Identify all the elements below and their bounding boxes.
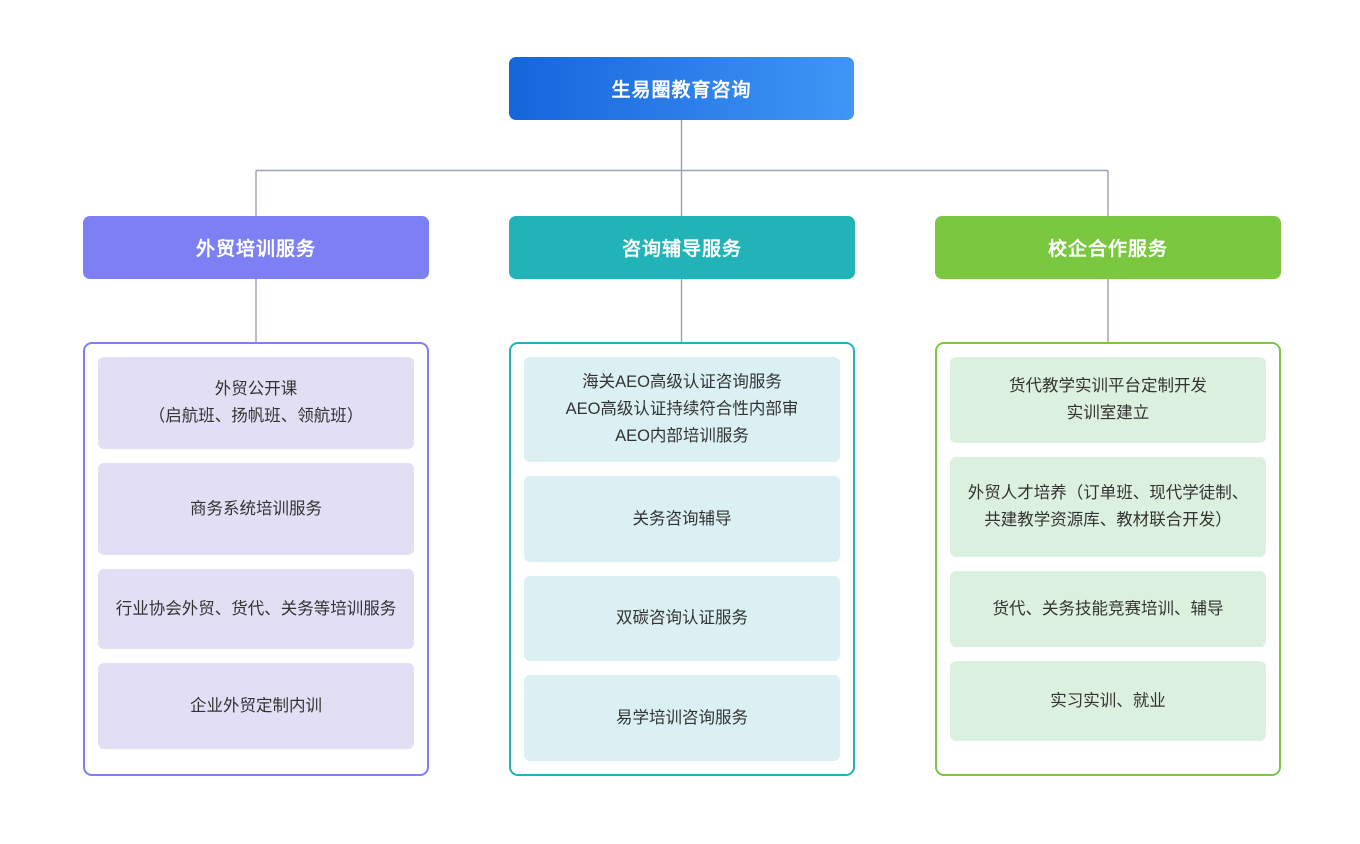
service-item-label: 货代、关务技能竞赛培训、辅导	[992, 599, 1224, 618]
service-item-label: 关务咨询辅导	[632, 509, 732, 528]
service-item[interactable]: 外贸人才培养（订单班、现代学徒制、共建教学资源库、教材联合开发）	[950, 457, 1266, 557]
service-item-label: 双碳咨询认证服务	[616, 609, 748, 628]
group-box-1: 外贸公开课 （启航班、扬帆班、领航班） 商务系统培训服务 行业协会外贸、货代、关…	[83, 342, 429, 776]
service-item[interactable]: 外贸公开课 （启航班、扬帆班、领航班）	[98, 357, 414, 449]
service-item-label: 行业协会外贸、货代、关务等培训服务	[115, 599, 397, 618]
service-item-label: 实习实训、就业	[1050, 691, 1166, 710]
service-item-label: 企业外贸定制内训	[190, 696, 322, 715]
service-item-label: 商务系统培训服务	[190, 499, 322, 518]
service-item-label: 海关AEO高级认证咨询服务 AEO高级认证持续符合性内部审 AEO内部培训服务	[565, 373, 799, 446]
service-item[interactable]: 企业外贸定制内训	[98, 663, 414, 749]
category-header-label-2: 咨询辅导服务	[621, 239, 742, 260]
service-item[interactable]: 货代教学实训平台定制开发 实训室建立	[950, 357, 1266, 443]
service-item-label: 货代教学实训平台定制开发 实训室建立	[1009, 377, 1207, 422]
service-item[interactable]: 双碳咨询认证服务	[524, 575, 840, 662]
service-item[interactable]: 货代、关务技能竞赛培训、辅导	[950, 571, 1266, 647]
category-header-label-1: 外贸培训服务	[195, 239, 316, 260]
service-item-label: 易学培训咨询服务	[616, 708, 748, 727]
service-item[interactable]: 易学培训咨询服务	[524, 675, 840, 761]
service-item-label: 外贸公开课 （启航班、扬帆班、领航班）	[148, 380, 364, 425]
category-header-1[interactable]: 外贸培训服务	[83, 216, 429, 279]
service-item[interactable]: 行业协会外贸、货代、关务等培训服务	[98, 569, 414, 649]
branch-column-3: 校企合作服务 货代教学实训平台定制开发 实训室建立 外贸人才培养（订单班、现代学…	[935, 216, 1281, 776]
root-node[interactable]: 生易圈教育咨询	[509, 57, 854, 120]
service-item-label: 外贸人才培养（订单班、现代学徒制、共建教学资源库、教材联合开发）	[967, 484, 1249, 529]
service-item[interactable]: 关务咨询辅导	[524, 476, 840, 562]
service-item[interactable]: 商务系统培训服务	[98, 463, 414, 555]
root-node-label: 生易圈教育咨询	[611, 80, 752, 101]
category-header-2[interactable]: 咨询辅导服务	[509, 216, 855, 279]
group-box-3: 货代教学实训平台定制开发 实训室建立 外贸人才培养（订单班、现代学徒制、共建教学…	[935, 342, 1281, 776]
branch-column-1: 外贸培训服务 外贸公开课 （启航班、扬帆班、领航班） 商务系统培训服务 行业协会…	[83, 216, 429, 776]
service-item[interactable]: 海关AEO高级认证咨询服务 AEO高级认证持续符合性内部审 AEO内部培训服务	[524, 357, 840, 463]
service-item[interactable]: 实习实训、就业	[950, 661, 1266, 741]
category-header-label-3: 校企合作服务	[1047, 239, 1168, 260]
group-box-2: 海关AEO高级认证咨询服务 AEO高级认证持续符合性内部审 AEO内部培训服务 …	[509, 342, 855, 776]
category-header-3[interactable]: 校企合作服务	[935, 216, 1281, 279]
branch-column-2: 咨询辅导服务 海关AEO高级认证咨询服务 AEO高级认证持续符合性内部审 AEO…	[509, 216, 855, 776]
